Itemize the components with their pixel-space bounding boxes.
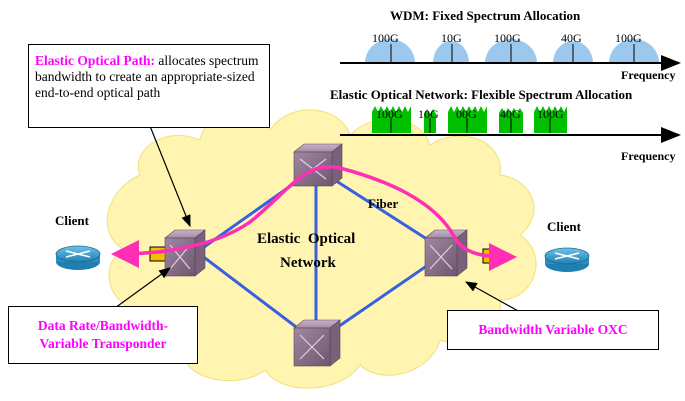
eon-label-5: 100G bbox=[537, 107, 564, 121]
pointer-transponder bbox=[114, 267, 171, 309]
eon-label-4: 40G bbox=[500, 107, 521, 121]
network-label-line2: Network bbox=[280, 255, 336, 271]
eon-spectrum: Elastic Optical Network: Flexible Spectr… bbox=[330, 87, 681, 163]
oxc-left bbox=[164, 229, 206, 277]
pointer-path bbox=[149, 125, 191, 228]
client-router-left bbox=[55, 245, 101, 270]
elastic-path-title: Elastic Optical Path: bbox=[35, 53, 155, 68]
wdm-channel-2 bbox=[433, 41, 469, 63]
eon-axis-label: Frequency bbox=[621, 149, 675, 163]
elastic-path-description: allocates spectrum bandwidth to create a… bbox=[35, 53, 259, 100]
oxc-callout-text: Bandwidth Variable OXC bbox=[478, 322, 628, 337]
wdm-label-1: 100G bbox=[372, 31, 399, 45]
elastic-optical-path bbox=[111, 164, 517, 271]
eon-channels bbox=[372, 106, 567, 133]
oxc-callout: Bandwidth Variable OXC bbox=[447, 310, 659, 350]
client-right-label: Client bbox=[547, 219, 582, 234]
oxc-bottom bbox=[293, 319, 341, 367]
wdm-channels bbox=[365, 39, 659, 63]
wdm-title: WDM: Fixed Spectrum Allocation bbox=[390, 8, 581, 23]
oxc-top bbox=[293, 143, 343, 187]
wdm-axis-label: Frequency bbox=[621, 68, 675, 82]
eon-label-3: 00G bbox=[456, 107, 477, 121]
pointer-oxc bbox=[464, 281, 521, 313]
wdm-spectrum: WDM: Fixed Spectrum Allocation 100G 10G … bbox=[340, 8, 681, 82]
transponder-callout-line2: Variable Transponder bbox=[39, 336, 167, 351]
client-router-right bbox=[544, 247, 590, 272]
network-label-line1: Elastic Optical bbox=[257, 231, 355, 247]
elastic-path-callout: Elastic Optical Path: allocates spectrum… bbox=[28, 44, 270, 128]
fiber-label: Fiber bbox=[368, 196, 399, 211]
client-left-label: Client bbox=[55, 213, 90, 228]
wdm-label-4: 40G bbox=[561, 31, 582, 45]
eon-title: Elastic Optical Network: Flexible Spectr… bbox=[330, 87, 633, 102]
eon-label-1: 100G bbox=[376, 107, 403, 121]
transponder-callout: Data Rate/Bandwidth- Variable Transponde… bbox=[8, 306, 198, 364]
wdm-channel-1 bbox=[365, 39, 415, 63]
oxc-right bbox=[424, 229, 468, 277]
wdm-label-5: 100G bbox=[615, 31, 642, 45]
eon-label-2: 10G bbox=[418, 107, 439, 121]
transponder-callout-line1: Data Rate/Bandwidth- bbox=[37, 318, 169, 333]
wdm-label-2: 10G bbox=[441, 31, 462, 45]
wdm-label-3: 100G bbox=[494, 31, 521, 45]
